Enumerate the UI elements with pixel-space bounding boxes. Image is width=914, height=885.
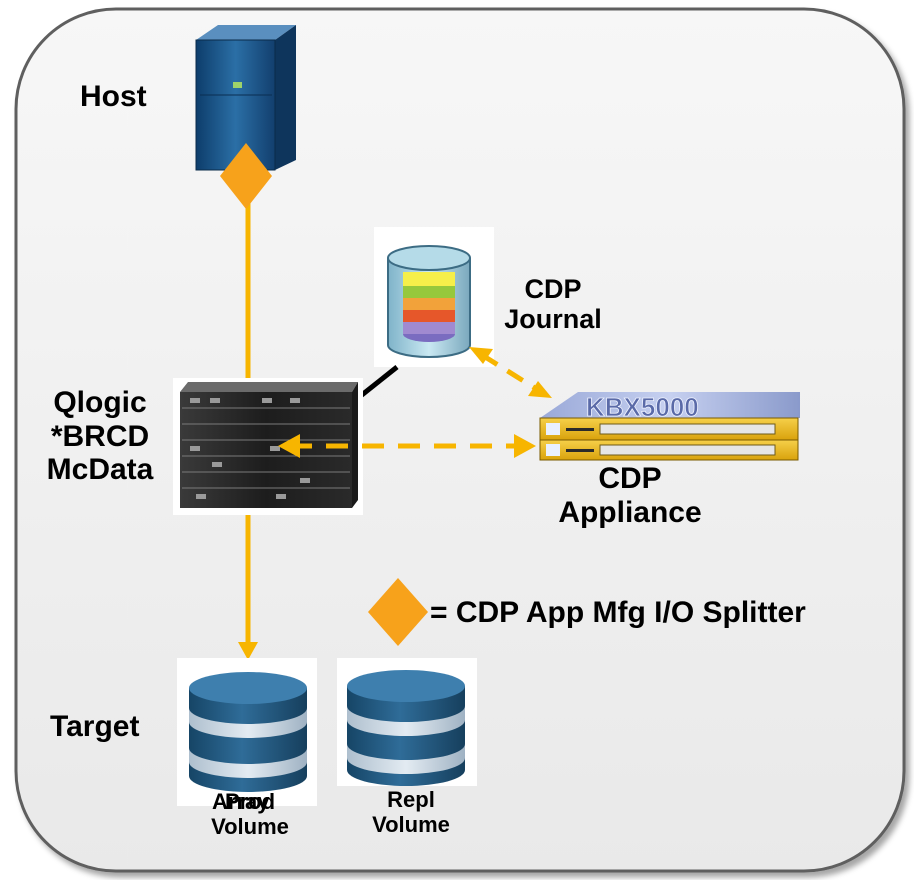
repl-volume-disk-icon [337,658,477,786]
journal-side-arrow [469,347,493,364]
appliance-top-arrow [528,381,552,398]
appliance-brand-text: KBX5000 [586,392,699,422]
rack-appliance-icon: KBX5000 [539,392,800,461]
switch-vendor-brcd: *BRCD [50,419,150,453]
target-label: Target [50,710,140,743]
diagram-panel [14,7,906,873]
cdp-journal-line2: Journal [504,304,602,335]
repl-volume-line1: Repl [387,787,435,812]
array-overlap-text: Array [212,789,270,814]
appliance-side-arrow [514,434,536,458]
host-splitter-diamond-icon [220,143,272,209]
prod-volume-line2: Volume [211,813,289,839]
switch-vendor-label: Qlogic *BRCD McData [30,386,170,487]
journal-appliance-dashed-link [480,352,540,393]
switch-side-arrow [278,434,300,458]
splitter-legend-text: = CDP App Mfg I/O Splitter [430,596,806,629]
repl-volume-line2: Volume [372,811,450,837]
switch-vendor-qlogic: Qlogic [53,386,147,419]
cdp-appliance-label: CDP Appliance [545,462,715,529]
cdp-appliance-line1: CDP [598,462,662,495]
legend-splitter-diamond-icon [368,578,428,646]
io-arrow-head [238,642,258,660]
prod-volume-disk-icon [177,658,317,806]
cdp-journal-label: CDP Journal [498,274,608,334]
switch-to-journal-link [356,365,399,400]
prod-volume-line1: Prod [224,789,276,814]
cdp-appliance-line2: Appliance [558,495,702,529]
switch-vendor-mcdata: McData [46,453,154,487]
host-label: Host [80,80,147,113]
cdp-journal-line1: CDP [524,274,582,304]
cdp-journal-cylinder-icon [374,227,494,367]
repl-volume-label: Repl Volume [356,787,466,837]
prod-volume-label: Prod Volume [190,789,310,839]
